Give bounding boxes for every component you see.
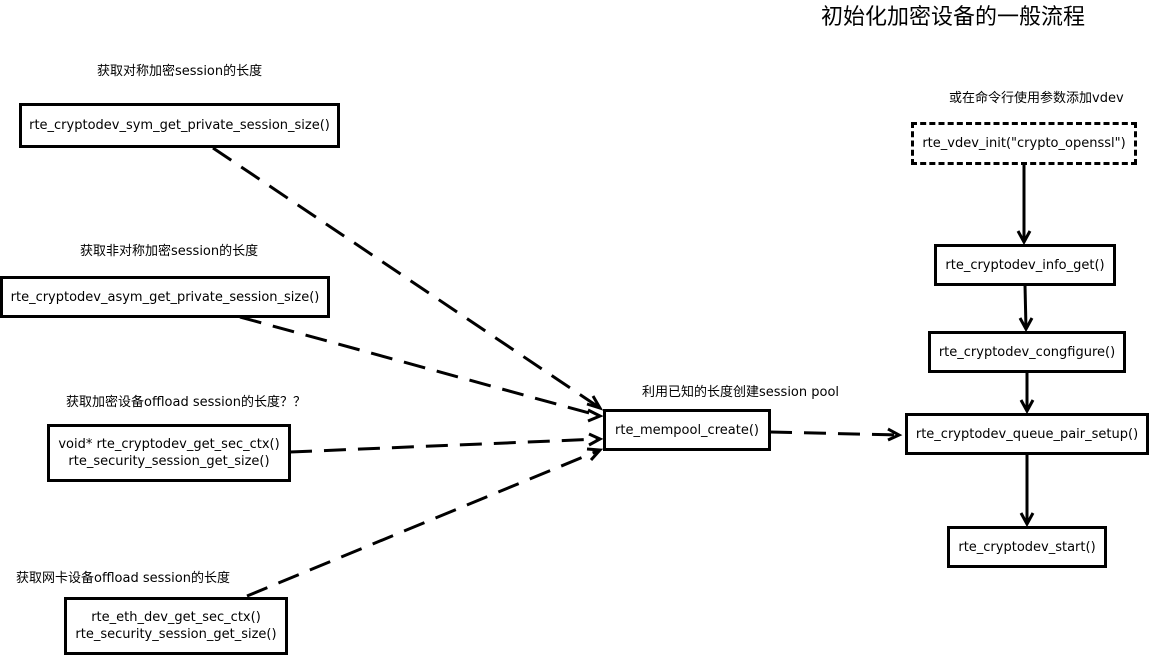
arrowhead-start bbox=[1019, 512, 1035, 528]
arrow-offload-to-mempool bbox=[289, 437, 601, 454]
arrow-sym-to-mempool bbox=[212, 146, 601, 410]
sym-caption: 获取对称加密session的长度 bbox=[97, 64, 263, 79]
mempool-create-fn: rte_mempool_create() bbox=[615, 422, 759, 438]
asym-session-size-box: rte_cryptodev_asym_get_private_session_s… bbox=[0, 276, 330, 318]
arrow-mempool-to-queue-pair bbox=[769, 430, 900, 437]
arrowhead-queue-pair bbox=[887, 427, 903, 442]
asym-caption: 获取非对称加密session的长度 bbox=[80, 244, 259, 259]
info-get-box: rte_cryptodev_info_get() bbox=[934, 244, 1116, 286]
mempool-create-box: rte_mempool_create() bbox=[603, 409, 771, 451]
arrowhead-queue bbox=[1019, 399, 1035, 415]
diagram-title: 初始化加密设备的一般流程 bbox=[821, 5, 1086, 30]
arrowhead-asym bbox=[587, 408, 604, 423]
nic-caption: 获取网卡设备offload session的长度 bbox=[16, 571, 230, 586]
vdev-init-box: rte_vdev_init("crypto_openssl") bbox=[911, 122, 1137, 165]
nic-line-1: rte_eth_dev_get_sec_ctx() bbox=[91, 610, 261, 625]
nic-line-2: rte_security_session_get_size() bbox=[75, 627, 277, 642]
arrowhead-configure bbox=[1018, 317, 1034, 333]
arrow-nic-to-mempool bbox=[246, 448, 601, 598]
offload-line-1: void* rte_cryptodev_get_sec_ctx() bbox=[58, 437, 280, 452]
configure-fn: rte_cryptodev_congfigure() bbox=[938, 344, 1116, 360]
vdev-caption: 或在命令行使用参数添加vdev bbox=[949, 91, 1124, 106]
start-fn: rte_cryptodev_start() bbox=[958, 539, 1096, 555]
nic-session-box: rte_eth_dev_get_sec_ctx() rte_security_s… bbox=[64, 597, 288, 655]
arrow-info-to-configure bbox=[1023, 284, 1028, 330]
start-box: rte_cryptodev_start() bbox=[947, 526, 1107, 568]
arrowhead-sym bbox=[586, 395, 604, 411]
offload-line-2: rte_security_session_get_size() bbox=[68, 454, 270, 469]
asym-session-size-fn: rte_cryptodev_asym_get_private_session_s… bbox=[10, 289, 320, 305]
mempool-caption: 利用已知的长度创建session pool bbox=[642, 385, 840, 400]
arrowhead-offload bbox=[588, 432, 604, 447]
sym-session-size-fn: rte_cryptodev_sym_get_private_session_si… bbox=[29, 118, 330, 133]
configure-box: rte_cryptodev_congfigure() bbox=[928, 331, 1126, 373]
sym-session-size-box: rte_cryptodev_sym_get_private_session_si… bbox=[19, 103, 340, 148]
vdev-init-fn: rte_vdev_init("crypto_openssl") bbox=[922, 136, 1126, 151]
offload-session-box: void* rte_cryptodev_get_sec_ctx() rte_se… bbox=[47, 424, 291, 482]
queue-pair-setup-box: rte_cryptodev_queue_pair_setup() bbox=[905, 413, 1149, 455]
info-get-fn: rte_cryptodev_info_get() bbox=[945, 257, 1105, 273]
queue-pair-setup-fn: rte_cryptodev_queue_pair_setup() bbox=[915, 426, 1139, 442]
offload-caption: 获取加密设备offload session的长度？？ bbox=[66, 395, 306, 410]
arrowhead-nic bbox=[586, 447, 604, 462]
arrow-asym-to-mempool bbox=[239, 315, 601, 418]
arrowhead-info bbox=[1016, 230, 1032, 246]
